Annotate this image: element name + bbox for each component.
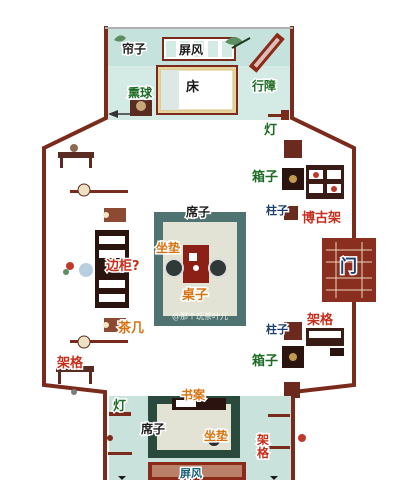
teapot-icon [193, 265, 199, 271]
left-top-table [58, 152, 94, 158]
side-cabinet-shelf [99, 294, 125, 302]
label-box-right-top: 箱子 [250, 170, 279, 186]
branch-icon [231, 37, 251, 49]
arrow-down-icon [118, 476, 126, 480]
label-cushion-bottom: 坐垫 [202, 429, 229, 444]
flower-vase-icon [79, 263, 93, 277]
lamp-bottom-left-arm [109, 412, 131, 416]
label-pillar-right-top: 柱子 [265, 204, 290, 218]
cushion-right [208, 258, 228, 278]
arrow-down-icon [270, 476, 278, 480]
pillar-right-low [284, 382, 300, 398]
label-door: 门 [339, 257, 359, 277]
pillar-right-top-block [284, 140, 302, 158]
box-lock-icon [289, 353, 297, 361]
bed-pillow [161, 70, 179, 110]
pillar-right-bottom [284, 322, 302, 340]
rack-bottom-right-bottom [268, 446, 290, 449]
stool-top [104, 208, 126, 222]
book-icon [176, 400, 196, 407]
wall-left-fixtures [70, 190, 128, 343]
incense-burner [136, 101, 146, 111]
rack-leg [89, 372, 92, 384]
lamp-right-stand [281, 110, 289, 120]
lamp-icon [77, 335, 91, 349]
teacup-icon [189, 253, 197, 261]
table-leg [89, 158, 92, 168]
plant-icon [114, 35, 126, 42]
lamp-icon [77, 183, 91, 197]
side-cabinet-shelf [99, 250, 125, 258]
label-pillar-right-bottom: 柱子 [265, 323, 290, 337]
leaf-icon [63, 269, 69, 275]
wall-left [42, 26, 108, 480]
door[interactable] [322, 238, 376, 302]
rack-leg [58, 372, 61, 384]
lamp-right-arm [268, 114, 281, 117]
rack-left [56, 366, 94, 372]
top-screen-panel [180, 41, 190, 57]
label-lamp-right: 灯 [262, 123, 278, 139]
stool-bottom [104, 318, 126, 332]
vase-icon [70, 144, 78, 152]
label-tea-table: 茶几 [116, 321, 145, 337]
door-lattice [326, 242, 372, 298]
antique-shelf-cell [327, 170, 341, 179]
top-screen-panel [194, 41, 204, 57]
label-rack-left: 架格 [55, 356, 84, 372]
label-book-desk: 书案 [179, 388, 206, 403]
label-box-right-bottom: 箱子 [250, 354, 279, 370]
top-screen-panel [166, 41, 176, 57]
rack-bottom-right-top [268, 414, 290, 417]
box-lock-icon [289, 175, 297, 183]
label-rack-right-mid: 架格 [305, 313, 334, 329]
label-lamp-bottom-left: 灯 [111, 399, 127, 415]
watermark: @那个玩茶叶儿 [172, 312, 228, 321]
knob-icon [103, 322, 109, 328]
shelf-left-bottom [70, 340, 128, 343]
label-antique-shelf: 博古架 [300, 211, 342, 227]
label-bed: 床 [184, 80, 200, 96]
label-mat-bottom: 席子 [139, 422, 166, 437]
top-screen-panel [208, 41, 218, 57]
rack-right-mid-slot [309, 331, 341, 338]
flower-icon [298, 434, 306, 442]
label-cushion-center: 坐垫 [154, 241, 181, 256]
flower-icon [66, 262, 74, 270]
label-screen-bottom: 屏风 [179, 467, 204, 480]
shelf-bottom-left [108, 452, 132, 455]
label-screen-top: 屏风 [177, 43, 204, 58]
label-travel-screen: 行障 [250, 79, 277, 94]
travel-screen [248, 32, 285, 73]
vase-icon [331, 186, 337, 192]
ornament-icon [71, 389, 77, 395]
incense-arrow [108, 110, 118, 118]
cushion-bottom [208, 434, 220, 446]
side-cabinet-shelf [99, 280, 125, 288]
top-screen-panel [222, 41, 232, 57]
table-leg [60, 158, 63, 168]
side-cabinet-shelf [99, 236, 125, 244]
lamp-bottom-left-base [107, 435, 113, 441]
knob-icon [103, 212, 109, 218]
shelf-left-top [70, 190, 128, 193]
label-mat-center: 席子 [184, 205, 211, 220]
plant-icon [225, 37, 243, 45]
pillar-right-top [284, 206, 298, 220]
label-curtain: 帘子 [120, 42, 147, 57]
label-table-center: 桌子 [180, 288, 209, 304]
rack-right-small [330, 348, 344, 356]
table-center [183, 245, 209, 283]
travel-screen-inner [253, 37, 280, 68]
label-incense-burner: 熏球 [126, 86, 153, 101]
label-rack-bottom-right: 架格 [256, 432, 271, 462]
label-side-cabinet: 边柜? [105, 259, 142, 275]
mat-bottom [157, 404, 231, 450]
bottom-screen-panel [152, 465, 242, 477]
vase-icon [313, 172, 319, 178]
antique-shelf-cell [309, 184, 323, 193]
cushion-left [164, 258, 184, 278]
